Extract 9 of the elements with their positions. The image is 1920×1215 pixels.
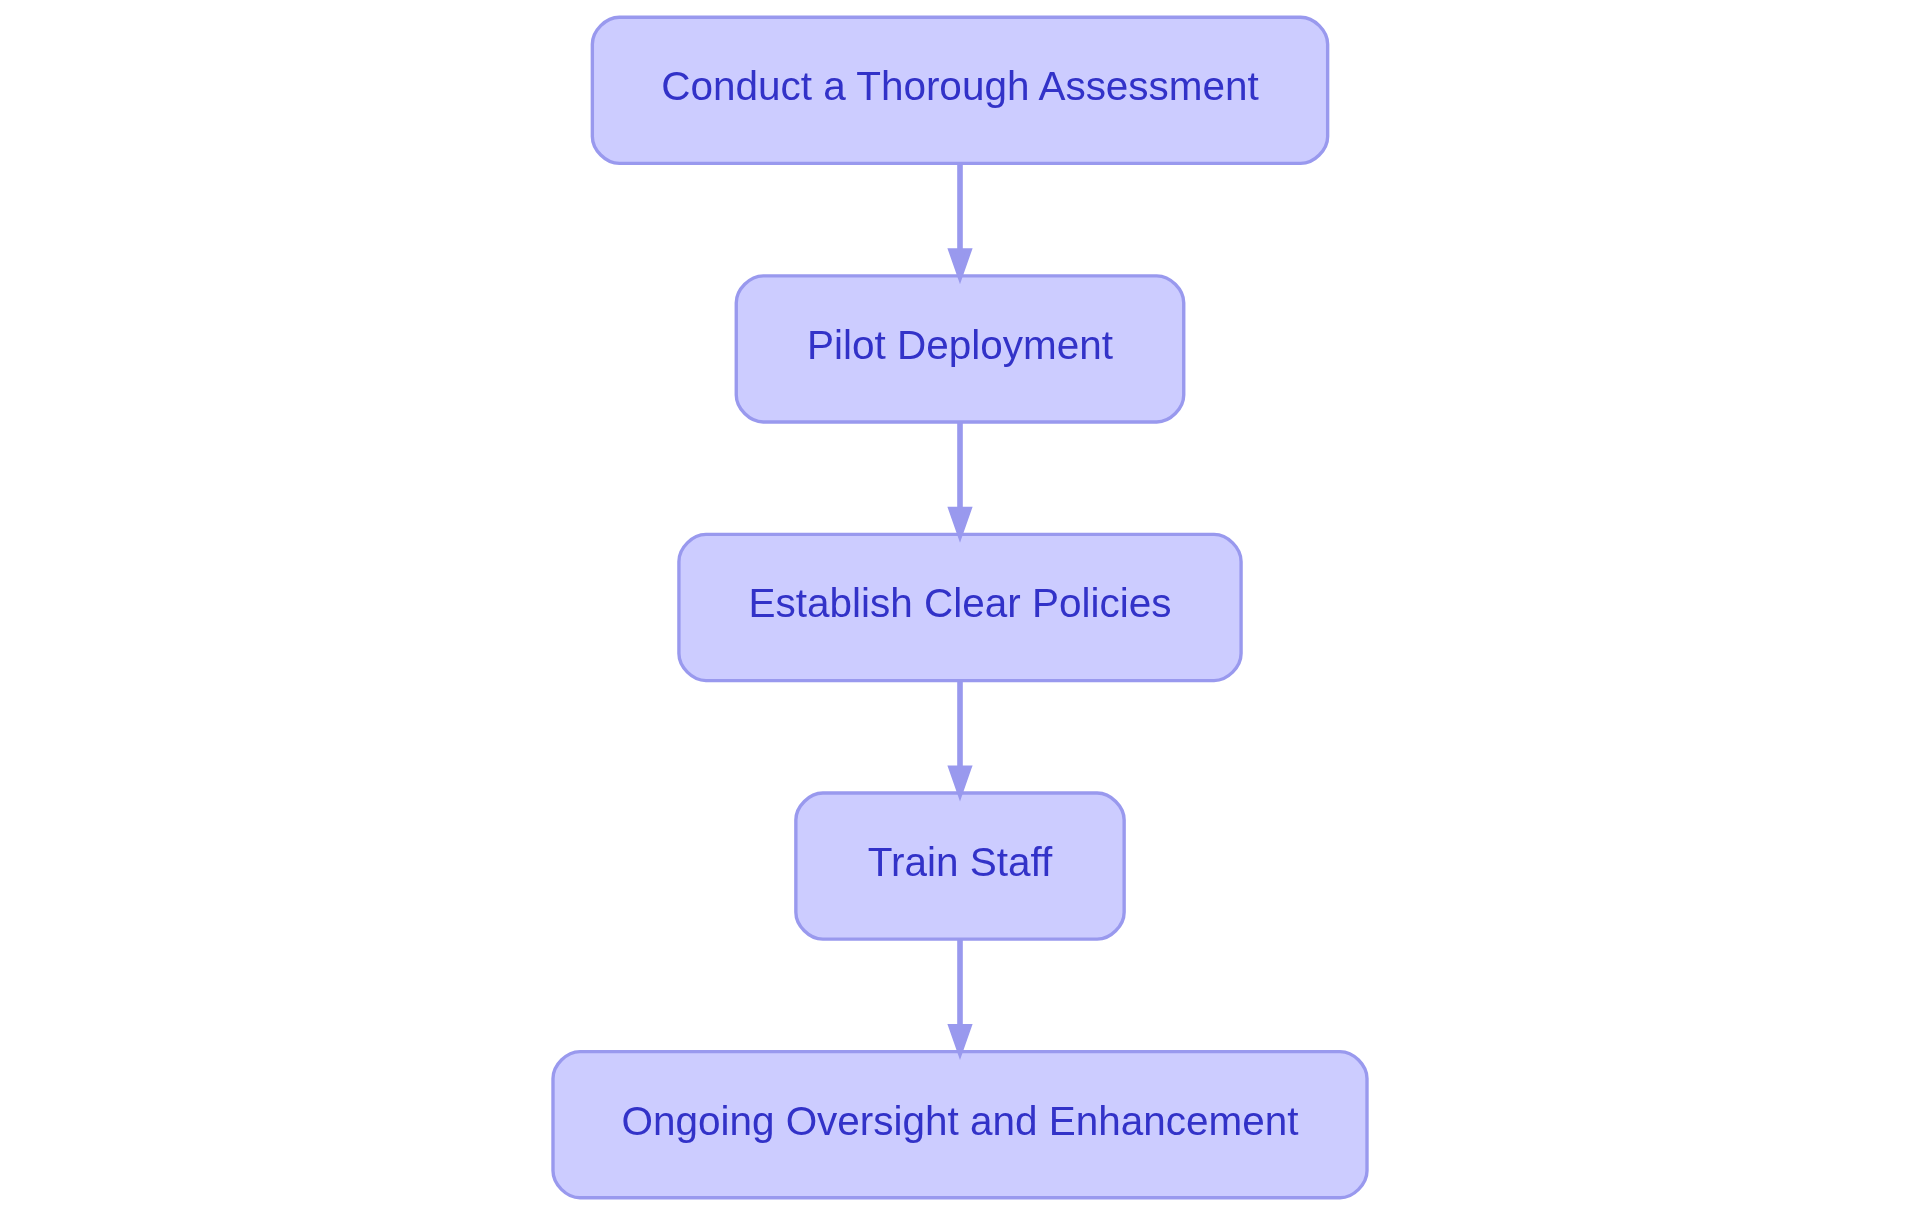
node-box: Conduct a Thorough Assessment	[590, 15, 1330, 166]
node-box: Establish Clear Policies	[677, 532, 1243, 683]
arrow	[947, 422, 973, 543]
arrow	[947, 164, 973, 285]
node-box: Pilot Deployment	[734, 274, 1186, 424]
node-box: Ongoing Oversight and Enhancement	[551, 1049, 1369, 1200]
node-box: Train Staff	[794, 791, 1126, 941]
arrow	[947, 681, 973, 802]
arrow	[947, 939, 973, 1061]
